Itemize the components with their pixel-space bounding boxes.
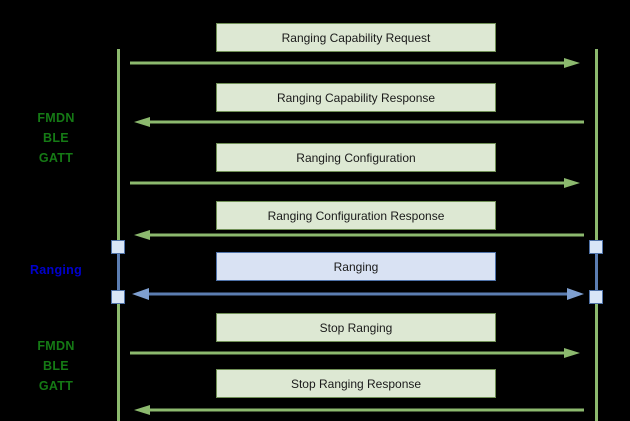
left-activation-end xyxy=(111,290,125,304)
right-activation-bar xyxy=(595,246,598,300)
message-box-ranging-capability-response: Ranging Capability Response xyxy=(216,83,496,112)
phase-label-fmdn-ble-gatt-top: FMDN BLE GATT xyxy=(37,111,75,165)
left-activation-start xyxy=(111,240,125,254)
left-lifeline xyxy=(117,49,120,421)
message-box-ranging-configuration-response: Ranging Configuration Response xyxy=(216,201,496,230)
message-box-ranging-capability-request: Ranging Capability Request xyxy=(216,23,496,52)
message-box-stop-ranging: Stop Ranging xyxy=(216,313,496,342)
message-box-ranging-configuration: Ranging Configuration xyxy=(216,143,496,172)
right-activation-start xyxy=(589,240,603,254)
message-arrow-stop-ranging-response xyxy=(134,404,584,416)
message-box-stop-ranging-response: Stop Ranging Response xyxy=(216,369,496,398)
message-arrow-stop-ranging xyxy=(130,347,580,359)
message-arrow-ranging-configuration-response xyxy=(134,229,584,241)
message-arrow-ranging-bidirectional xyxy=(132,288,584,300)
message-box-ranging: Ranging xyxy=(216,252,496,281)
message-arrow-ranging-capability-response xyxy=(134,116,584,128)
phase-label-ranging: Ranging xyxy=(29,263,83,277)
message-arrow-ranging-configuration xyxy=(130,177,580,189)
right-activation-end xyxy=(589,290,603,304)
left-activation-bar xyxy=(117,246,120,300)
message-arrow-ranging-capability-request xyxy=(130,57,580,69)
right-lifeline xyxy=(595,49,598,421)
phase-label-fmdn-ble-gatt-bottom: FMDN BLE GATT xyxy=(37,339,75,393)
